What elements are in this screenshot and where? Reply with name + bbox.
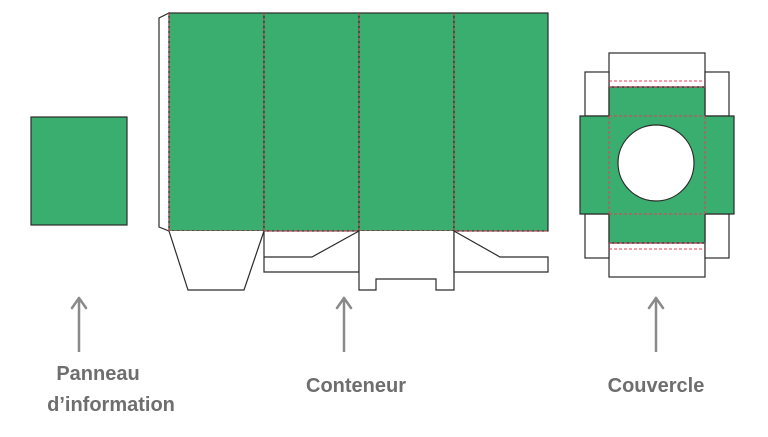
info-panel-sheet [30,116,128,226]
container-bottom-flap-4 [453,229,549,273]
lid-dieline [579,52,735,278]
lid-top-flap [608,52,706,88]
lid-tab-bottom-right [704,213,730,259]
container-panel-4 [453,12,549,232]
label-lid: Couvercle [608,375,705,397]
container-fold-lines [168,13,548,232]
container-bottom-flap-3 [358,231,455,291]
container-bottom-flap-2 [263,229,360,273]
label-info-panel-line2: d’information [47,394,175,416]
container-panel-1 [168,12,265,232]
info-panel [30,116,128,226]
label-container: Conteneur [306,375,406,397]
lid-tab-top-left [584,71,610,117]
arrow-container [335,296,353,352]
container-bottom-flap-1 [168,230,265,291]
arrow-head [647,296,665,310]
container-glue-flap [158,12,170,232]
container-panel-3 [358,12,455,232]
container-dieline [158,12,549,291]
label-info-panel-line1: Panneau [56,363,139,385]
arrow-info-panel [70,296,88,352]
lid-bottom-flap [608,242,706,278]
lid-window-cutout [617,124,695,202]
arrow-lid [647,296,665,352]
lid-tab-top-right [704,71,730,117]
container-panel-2 [263,12,360,232]
arrow-head [70,296,88,310]
lid-tab-bottom-left [584,213,610,259]
lid-fold-lines [608,80,706,250]
arrow-head [335,296,353,310]
